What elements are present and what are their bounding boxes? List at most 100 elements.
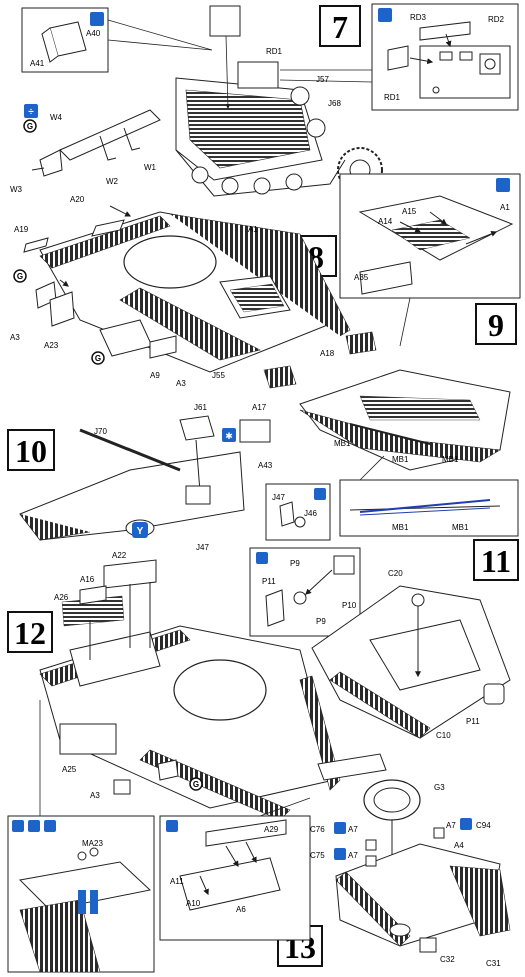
svg-text:Y: Y	[137, 526, 144, 537]
step-8-group: 8 G G A20 A1 A19 A3 A23 A9 A3 J55 A17 A1…	[10, 195, 377, 412]
label-a1-step8: A1	[248, 225, 258, 234]
label-j70: J70	[94, 427, 107, 436]
step-10-number-box	[7, 429, 55, 471]
label-j46: J46	[304, 509, 317, 518]
step-11-number: 11	[481, 543, 511, 579]
label-c32: C32	[440, 955, 455, 964]
gate-marker-g-2-label: G	[17, 272, 23, 281]
label-a17: A17	[252, 403, 267, 412]
icon-turn-over-ma23	[28, 820, 40, 832]
gate-marker-g-3-label: G	[95, 354, 101, 363]
label-a7-c76: A7	[348, 825, 358, 834]
label-w3: W3	[10, 185, 23, 194]
icon-plastic-cement-a40	[90, 12, 104, 26]
label-a3-step12: A3	[90, 791, 100, 800]
icon-cut-c75	[334, 848, 346, 860]
label-a11: A11	[170, 877, 184, 886]
label-w1: W1	[144, 163, 157, 172]
label-a10: A10	[186, 899, 201, 908]
step-13-group: 13 A29 A11 A10 A6 G3 C76 A7 C75 A7 A7	[159, 779, 511, 968]
label-p9-bottom: P9	[316, 617, 326, 626]
label-c10: C10	[436, 731, 451, 740]
label-mb1-b: MB1	[392, 455, 409, 464]
svg-text:÷: ÷	[28, 107, 34, 118]
icon-plastic-cement-a14	[496, 178, 510, 192]
step-10-group: 10 Y ✱ J61 J70 A43 J47 J46 J47	[7, 403, 331, 552]
label-a9: A9	[150, 371, 160, 380]
label-a6: A6	[236, 905, 246, 914]
label-p9-top: P9	[290, 559, 300, 568]
label-rd1-detail: RD1	[384, 93, 401, 102]
icon-water-ma23	[44, 820, 56, 832]
label-p10: P10	[342, 601, 357, 610]
label-c20: C20	[388, 569, 403, 578]
label-j68: J68	[328, 99, 341, 108]
turret-ring-step12	[173, 659, 267, 721]
label-c94: C94	[476, 821, 491, 830]
label-a18: A18	[320, 349, 335, 358]
step-11-group: 11 P9 P11 P10 P9 C20 P11 C10	[249, 539, 519, 740]
step-7-number: 7	[332, 9, 348, 45]
label-a40: A40	[86, 29, 101, 38]
icon-cut-c94	[460, 818, 472, 830]
icon-symmetric-step10	[132, 522, 148, 538]
gate-marker-g-3	[91, 351, 105, 365]
gate-marker-g-4-label: G	[193, 780, 199, 789]
label-j61: J61	[194, 403, 207, 412]
label-w4: W4	[50, 113, 63, 122]
label-c75: C75	[310, 851, 325, 860]
label-j47-detail: J47	[272, 493, 285, 502]
label-a25: A25	[62, 765, 77, 774]
label-a19: A19	[14, 225, 29, 234]
step-12-number: 12	[14, 615, 46, 651]
label-a15: A15	[402, 207, 417, 216]
track-end-a18	[345, 331, 377, 355]
label-j55: J55	[212, 371, 225, 380]
step-7-group: 7 A40 A41 RD3 RD2 RD1	[10, 3, 519, 197]
icon-plastic-cement-rd	[378, 8, 392, 22]
gate-marker-g-1	[23, 119, 37, 133]
label-j57: J57	[316, 75, 329, 84]
label-j47-hull: J47	[196, 543, 209, 552]
label-a20: A20	[70, 195, 85, 204]
label-rd3: RD3	[410, 13, 427, 22]
label-a7-c94: A7	[446, 821, 456, 830]
track-right-step8	[119, 287, 261, 361]
part-g3	[363, 779, 421, 821]
label-a1-step9: A1	[500, 203, 510, 212]
track-bottom-step12	[139, 749, 291, 821]
label-a43: A43	[258, 461, 273, 470]
label-mb1-c: MB1	[442, 455, 459, 464]
svg-text:✱: ✱	[225, 431, 233, 441]
label-c31: C31	[486, 959, 501, 968]
step-9-number: 9	[488, 307, 504, 343]
label-mb1-e: MB1	[452, 523, 469, 532]
step-7-number-box	[319, 5, 361, 47]
icon-plastic-cement-step10	[222, 428, 236, 442]
label-a4: A4	[454, 841, 464, 850]
label-a14: A14	[378, 217, 393, 226]
label-a3-step8b: A3	[176, 379, 186, 388]
label-a41: A41	[30, 59, 45, 68]
label-a23: A23	[44, 341, 59, 350]
step-9-group: 9 A14 A15 A1 A35 MB1 MB1 MB1 MB1 MB1	[299, 173, 521, 537]
label-c76: C76	[310, 825, 325, 834]
icon-plastic-cement-a29	[166, 820, 178, 832]
label-g3: G3	[434, 783, 445, 792]
turret-ring-step8	[123, 235, 217, 289]
gate-marker-g-4	[189, 777, 203, 791]
label-rd2: RD2	[488, 15, 505, 24]
icon-drill-ma23	[12, 820, 24, 832]
gate-marker-g-2	[13, 269, 27, 283]
label-mb1-a: MB1	[334, 439, 351, 448]
label-w2: W2	[106, 177, 119, 186]
label-mb1-d: MB1	[392, 523, 409, 532]
track-end-a17	[263, 365, 297, 389]
icon-cut-c76	[334, 822, 346, 834]
label-a26: A26	[54, 593, 69, 602]
step-12-number-box	[7, 611, 53, 653]
step-9-number-box	[475, 303, 517, 345]
label-p11-hull: P11	[466, 717, 480, 726]
step-11-number-box	[473, 539, 519, 581]
